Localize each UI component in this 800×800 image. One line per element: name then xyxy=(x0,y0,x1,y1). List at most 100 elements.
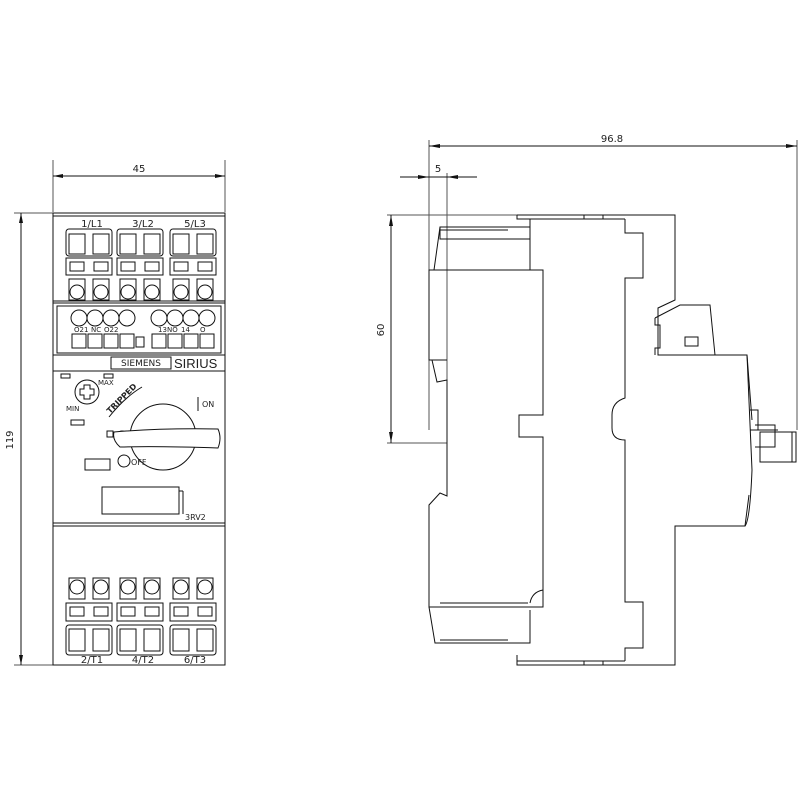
terminal-release xyxy=(92,577,110,600)
dimension-offset-5: 5 xyxy=(400,164,477,445)
terminal-opening xyxy=(197,261,213,272)
terminal-release-button[interactable] xyxy=(69,284,85,300)
terminal-frame xyxy=(65,602,113,622)
off-label: OFF xyxy=(131,458,147,467)
terminal-screw-slot[interactable] xyxy=(196,628,214,652)
terminal-screw-slot[interactable] xyxy=(68,233,86,255)
terminal-label: 1/L1 xyxy=(81,219,103,230)
front-view: 1/L1 3/L2 5/L3 O21 NC O22 13 NO 14 O SIE… xyxy=(52,212,226,666)
terminal-release xyxy=(196,577,214,600)
aux-contact-screw[interactable] xyxy=(182,309,200,327)
rail-height-label: 60 xyxy=(376,324,387,337)
dimension-width-45: 45 xyxy=(52,160,226,212)
terminal-opening xyxy=(93,606,109,617)
terminal-housing xyxy=(116,624,164,656)
aux-label: 14 xyxy=(181,326,190,334)
aux-contact-screw[interactable] xyxy=(86,309,104,327)
label-window xyxy=(101,486,180,515)
terminal-frame xyxy=(169,257,217,276)
terminal-label: 2/T1 xyxy=(81,655,103,666)
terminal-label: 4/T2 xyxy=(132,655,154,666)
aux-contact-screw[interactable] xyxy=(102,309,120,327)
terminal-screw-slot[interactable] xyxy=(172,628,190,652)
terminal-opening xyxy=(69,261,85,272)
terminal-opening xyxy=(197,606,213,617)
aux-contacts xyxy=(70,309,216,349)
terminal-opening xyxy=(93,261,109,272)
terminal-release-button[interactable] xyxy=(173,579,189,595)
terminal-opening xyxy=(144,261,160,272)
terminal-screw-slot[interactable] xyxy=(172,233,190,255)
aux-label: 13 xyxy=(158,326,167,334)
aux-contact-center xyxy=(135,336,145,348)
terminal-screw-slot[interactable] xyxy=(143,628,161,652)
dimension-depth-96-8: 96.8 xyxy=(428,134,798,430)
terminal-release-button[interactable] xyxy=(69,579,85,595)
terminal-housing xyxy=(116,228,164,257)
terminal-housing xyxy=(65,624,113,656)
terminal-housing xyxy=(169,624,217,656)
terminal-opening xyxy=(69,606,85,617)
rotary-handle[interactable] xyxy=(106,403,221,471)
terminal-release-button[interactable] xyxy=(173,284,189,300)
terminal-frame xyxy=(169,602,217,622)
terminal-opening xyxy=(173,261,189,272)
aux-contact-block xyxy=(56,305,222,354)
terminal-release-button[interactable] xyxy=(120,284,136,300)
depth-label: 96.8 xyxy=(601,134,623,145)
terminal-screw-slot[interactable] xyxy=(143,233,161,255)
terminal-screw-slot[interactable] xyxy=(196,233,214,255)
height-label: 119 xyxy=(5,430,16,449)
dimension-rail-60: 60 xyxy=(376,214,675,444)
terminal-release-button[interactable] xyxy=(197,579,213,595)
top-terminal-block xyxy=(65,228,217,301)
terminal-opening xyxy=(120,261,136,272)
terminal-release xyxy=(68,278,86,301)
terminal-release-button[interactable] xyxy=(93,284,109,300)
aux-contact-slot[interactable] xyxy=(103,333,119,349)
terminal-release xyxy=(143,278,161,301)
terminal-frame xyxy=(65,257,113,276)
width-label: 45 xyxy=(133,164,146,175)
terminal-release-button[interactable] xyxy=(120,579,136,595)
terminal-release xyxy=(172,577,190,600)
aux-contact-screw[interactable] xyxy=(166,309,184,327)
off-indicator xyxy=(117,454,131,468)
aux-contact-slot[interactable] xyxy=(71,333,87,349)
aux-contact-screw[interactable] xyxy=(70,309,88,327)
terminal-label: 5/L3 xyxy=(184,219,206,230)
terminal-screw-slot[interactable] xyxy=(68,628,86,652)
terminal-housing xyxy=(169,228,217,257)
terminal-release xyxy=(143,577,161,600)
aux-contact-slot[interactable] xyxy=(151,333,167,349)
terminal-release-button[interactable] xyxy=(197,284,213,300)
terminal-screw-slot[interactable] xyxy=(92,233,110,255)
terminal-release-button[interactable] xyxy=(93,579,109,595)
terminal-screw-slot[interactable] xyxy=(92,628,110,652)
terminal-frame xyxy=(116,602,164,622)
brand-plate xyxy=(110,356,172,370)
aux-contact-slot[interactable] xyxy=(167,333,183,349)
aux-contact-slot[interactable] xyxy=(87,333,103,349)
terminal-screw-slot[interactable] xyxy=(119,233,137,255)
dimension-height-119: 119 xyxy=(5,212,53,666)
terminal-release xyxy=(196,278,214,301)
aux-contact-screw[interactable] xyxy=(198,309,216,327)
bottom-terminal-block xyxy=(65,577,217,656)
aux-contact-slot[interactable] xyxy=(199,333,215,349)
terminal-release xyxy=(172,278,190,301)
terminal-release-button[interactable] xyxy=(144,284,160,300)
terminal-screw-slot[interactable] xyxy=(119,628,137,652)
terminal-housing xyxy=(65,228,113,257)
aux-contact-slot[interactable] xyxy=(119,333,135,349)
side-view xyxy=(428,214,797,666)
terminal-opening xyxy=(144,606,160,617)
aux-label: O21 xyxy=(74,326,88,334)
aux-contact-slot[interactable] xyxy=(183,333,199,349)
aux-contact-screw[interactable] xyxy=(150,309,168,327)
test-button[interactable] xyxy=(70,419,85,426)
terminal-release-button[interactable] xyxy=(144,579,160,595)
terminal-release xyxy=(92,278,110,301)
current-setting-dial[interactable] xyxy=(74,379,100,405)
aux-contact-screw[interactable] xyxy=(118,309,136,327)
